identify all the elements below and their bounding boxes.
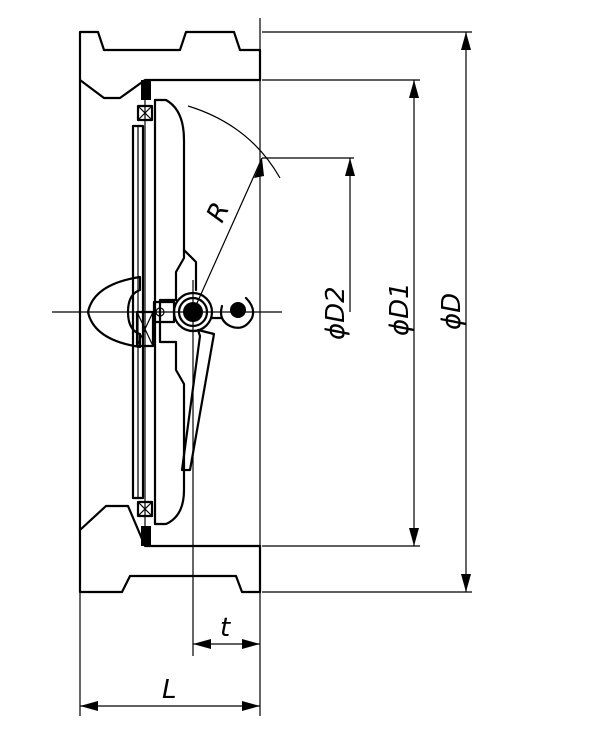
disc-hatched-section bbox=[153, 98, 186, 526]
body-bottom-section bbox=[78, 504, 262, 594]
hinge-assembly bbox=[172, 248, 255, 472]
body-top-section bbox=[78, 30, 262, 100]
radius-dimension: R bbox=[187, 105, 281, 313]
centerlines bbox=[52, 280, 282, 656]
spring-leaf bbox=[180, 328, 216, 472]
d1-label: ϕD1 bbox=[385, 282, 415, 336]
seal-top bbox=[136, 104, 154, 122]
hub-section bbox=[86, 275, 142, 349]
dim-d: ϕD bbox=[262, 31, 472, 593]
seal-bottom bbox=[136, 500, 154, 518]
dim-l: L bbox=[79, 592, 260, 716]
radius-label: R bbox=[201, 198, 236, 227]
swing-arc bbox=[187, 105, 281, 179]
dim-t: t bbox=[193, 613, 260, 649]
dim-d2: ϕD2 bbox=[262, 157, 355, 340]
l-label: L bbox=[162, 675, 177, 705]
d-label: ϕD bbox=[437, 293, 467, 330]
spring-hook-eye bbox=[230, 302, 246, 318]
t-label: t bbox=[220, 613, 231, 643]
dim-d1: ϕD1 bbox=[262, 79, 420, 547]
valve-body bbox=[78, 18, 262, 716]
d2-label: ϕD2 bbox=[321, 286, 351, 340]
